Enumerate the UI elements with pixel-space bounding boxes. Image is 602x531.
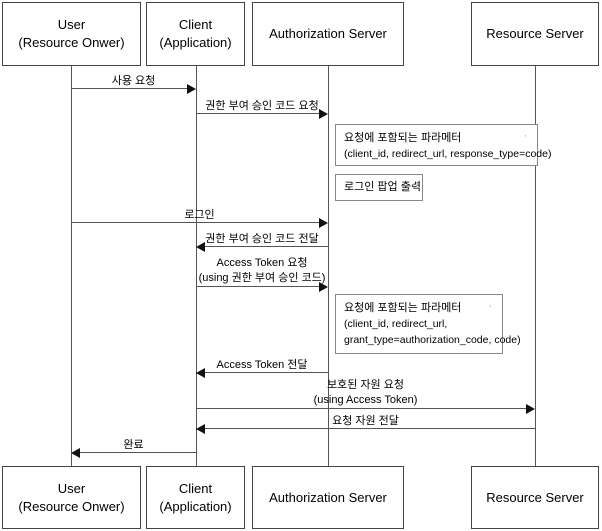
note-3-line-1: 요청에 포함되는 파라메터 xyxy=(344,302,462,314)
message-label-access-token-request: Access Token 요청 (using 권한 부여 승인 코드) xyxy=(196,256,328,286)
actor-header-user-line1: User xyxy=(57,17,86,32)
arrowhead-auth-code-delivery xyxy=(196,242,205,252)
message-line-resource-delivery xyxy=(205,428,535,429)
note-fold-corner-icon xyxy=(410,175,422,187)
message-line-login xyxy=(71,222,320,223)
actor-footer-resource-server[interactable]: Resource Server xyxy=(471,466,599,529)
actor-header-client[interactable]: Client (Application) xyxy=(146,2,245,66)
actor-header-user[interactable]: User (Resource Onwer) xyxy=(2,2,141,66)
note-1-line-1: 요청에 포함되는 파라메터 xyxy=(344,132,462,144)
message-label-usage-request: 사용 요청 xyxy=(111,75,156,87)
message-label-protected-resource-request-line1: 보호된 자원 요청 xyxy=(327,379,404,391)
message-label-resource-delivery: 요청 자원 전달 xyxy=(332,415,399,427)
message-label-access-token-delivery: Access Token 전달 xyxy=(216,359,308,371)
message-label-login: 로그인 xyxy=(184,209,215,221)
note-fold-corner-icon xyxy=(490,295,502,307)
note-3-line-2: (client_id, redirect_url, xyxy=(344,318,448,330)
message-label-access-token-request-line2: (using 권한 부여 승인 코드) xyxy=(198,272,326,284)
actor-header-authorization-server[interactable]: Authorization Server xyxy=(252,2,404,66)
actor-header-resource-server[interactable]: Resource Server xyxy=(471,2,599,66)
message-label-auth-code-request: 권한 부여 승인 코드 요청 xyxy=(205,100,319,112)
actor-footer-client-line1: Client xyxy=(178,480,213,496)
actor-header-authorization-server-line1: Authorization Server xyxy=(269,26,387,41)
arrowhead-auth-code-request xyxy=(319,109,328,119)
message-label-protected-resource-request: 보호된 자원 요청 (using Access Token) xyxy=(196,378,535,408)
actor-header-client-line1: Client xyxy=(178,17,213,32)
note-2-line-1: 로그인 팝업 출력 xyxy=(344,181,421,193)
message-line-access-token-request xyxy=(196,286,320,287)
note-fold-corner-icon xyxy=(525,125,537,137)
actor-footer-resource-server-line1: Resource Server xyxy=(486,489,584,505)
message-line-auth-code-delivery xyxy=(205,246,328,247)
message-label-complete: 완료 xyxy=(123,439,144,451)
arrowhead-resource-delivery xyxy=(196,424,205,434)
message-label-protected-resource-request-line2: (using Access Token) xyxy=(313,394,418,406)
arrowhead-protected-resource-request xyxy=(526,404,535,414)
note-login-popup: 로그인 팝업 출력 xyxy=(335,174,423,201)
actor-footer-user[interactable]: User (Resource Onwer) xyxy=(2,466,141,529)
actor-footer-client-line2: (Application) xyxy=(159,498,232,514)
message-label-auth-code-delivery: 권한 부여 승인 코드 전달 xyxy=(205,233,319,245)
message-line-complete xyxy=(80,452,196,453)
note-request-parameters-1: 요청에 포함되는 파라메터 (client_id, redirect_url, … xyxy=(335,124,552,166)
message-label-access-token-request-line1: Access Token 요청 xyxy=(216,257,308,269)
message-line-access-token-delivery xyxy=(205,372,328,373)
actor-header-resource-server-line1: Resource Server xyxy=(486,26,584,41)
actor-footer-authorization-server[interactable]: Authorization Server xyxy=(252,466,404,529)
actor-header-user-line2: (Resource Onwer) xyxy=(18,35,125,50)
lifeline-resource-server xyxy=(535,66,536,466)
arrowhead-access-token-request xyxy=(319,282,328,292)
actor-footer-client[interactable]: Client (Application) xyxy=(146,466,245,529)
actor-footer-user-line2: (Resource Onwer) xyxy=(18,498,125,514)
actor-footer-authorization-server-line1: Authorization Server xyxy=(269,489,387,505)
note-1-line-2: (client_id, redirect_url, response_type=… xyxy=(344,148,552,160)
arrowhead-access-token-delivery xyxy=(196,368,205,378)
arrowhead-complete xyxy=(71,448,80,458)
arrowhead-login xyxy=(319,218,328,228)
note-request-parameters-2: 요청에 포함되는 파라메터 (client_id, redirect_url, … xyxy=(335,294,521,354)
message-line-usage-request xyxy=(71,88,188,89)
message-line-protected-resource-request xyxy=(196,408,526,409)
lifeline-client xyxy=(196,66,197,466)
note-3-line-3: grant_type=authorization_code, code) xyxy=(344,334,521,346)
lifeline-user xyxy=(71,66,72,466)
lifeline-authorization-server xyxy=(328,66,329,466)
actor-footer-user-line1: User xyxy=(57,480,86,496)
message-line-auth-code-request xyxy=(196,113,320,114)
actor-header-client-line2: (Application) xyxy=(159,35,232,50)
arrowhead-usage-request xyxy=(187,84,196,94)
